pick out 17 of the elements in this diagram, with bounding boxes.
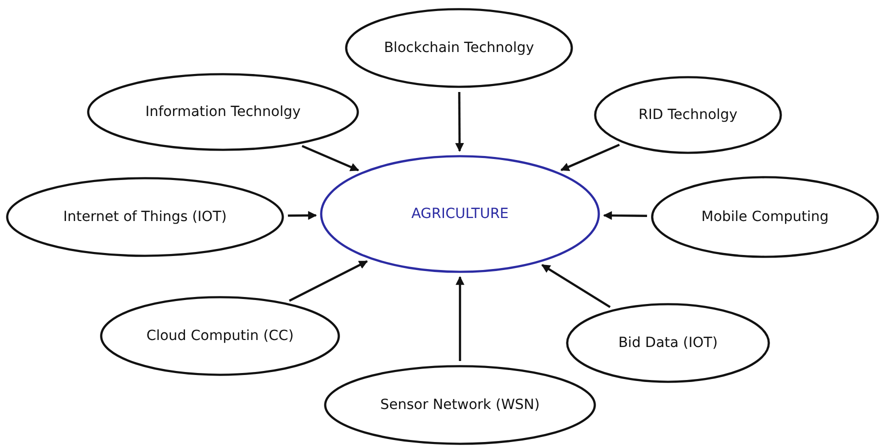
arrow [603,211,648,220]
arrow [288,260,368,302]
arrow [288,211,317,220]
arrow [541,264,611,308]
topic-label: RID Technolgy [638,107,738,123]
arrow [455,92,464,152]
arrow [560,144,620,172]
topic-label: Information Technolgy [144,104,302,120]
topic-label: Sensor Network (WSN) [379,397,541,413]
topic-label: Mobile Computing [700,209,830,225]
topic-label: Internet of Things (IOT) [62,209,228,225]
arrow [456,276,464,361]
topic-label: Blockchain Technolgy [382,40,536,56]
central-label: AGRICULTURE [410,206,510,222]
topic-label: Cloud Computin (CC) [145,328,295,344]
topic-label: Bid Data (IOT) [617,335,719,351]
arrow [302,145,360,172]
